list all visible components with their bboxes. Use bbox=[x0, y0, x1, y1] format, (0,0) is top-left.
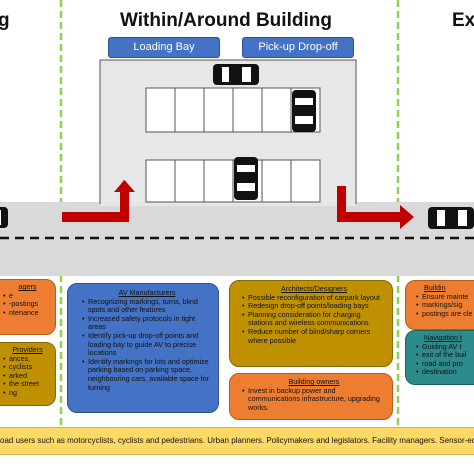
right-top-card-title: Buildin bbox=[424, 283, 446, 292]
list-item: Reduce number of blind/sharp corners whe… bbox=[242, 327, 386, 345]
list-item: Planning consideration for charging stat… bbox=[242, 310, 386, 328]
av-manufacturers-card: AV Manufacturers Recognizing markings, t… bbox=[67, 283, 219, 413]
left-section-title: g bbox=[0, 10, 10, 31]
list-item: e bbox=[3, 291, 52, 301]
list-item: the street bbox=[3, 380, 52, 389]
right-bottom-card-title: Navigation t bbox=[424, 333, 462, 342]
center-section-title: Within/Around Building bbox=[120, 10, 332, 31]
list-item: Identify pick-up drop-off points and loa… bbox=[82, 331, 212, 358]
list-item: Recognizing markings, turns, blind spots… bbox=[82, 297, 212, 315]
list-item: markings/sig bbox=[416, 301, 474, 310]
list-item: ances, bbox=[3, 354, 52, 364]
list-item: Redesign drop-off points/loading bays bbox=[242, 302, 386, 311]
pickup-dropoff-label: Pick-up Drop-off bbox=[242, 37, 354, 58]
lot-entrance-gap bbox=[101, 200, 355, 206]
list-item: cyclists bbox=[3, 363, 52, 372]
entry-arrow-head bbox=[114, 180, 135, 192]
left-bottom-card-title: Providers bbox=[12, 345, 43, 354]
list-item: destination bbox=[416, 368, 474, 377]
list-item: road and pro bbox=[416, 359, 474, 369]
exit-arrow-stem bbox=[337, 212, 401, 222]
left-bottom-card: Providers ances, cyclists arked the stre… bbox=[0, 342, 56, 406]
car-icon-parked-upper bbox=[292, 90, 316, 132]
entry-arrow-up bbox=[120, 188, 129, 222]
entry-arrow-stem bbox=[62, 212, 128, 222]
right-top-card: Buildin Ensure mainte markings/sig posti… bbox=[405, 280, 474, 330]
car-icon-road-right bbox=[428, 207, 474, 229]
car-icon-loading-bay bbox=[213, 64, 259, 85]
list-item: Increased safety protocols in tight area… bbox=[82, 314, 212, 332]
list-item: Identify markings for lots and optimize … bbox=[82, 357, 212, 392]
footer-text: oad users such as motorcyclists, cyclist… bbox=[0, 436, 474, 445]
architects-card: Architects/Designers Possible reconfigur… bbox=[229, 280, 393, 367]
list-item: Possible reconfiguration of carpark layo… bbox=[242, 293, 386, 303]
list-item: Ensure mainte bbox=[416, 292, 474, 302]
list-item: exit of the buil bbox=[416, 351, 474, 360]
right-section-title: Ex bbox=[452, 10, 474, 31]
list-item: ng bbox=[3, 388, 52, 398]
list-item: -postings bbox=[3, 300, 52, 309]
list-item: arked bbox=[3, 371, 52, 381]
list-item: Invest in backup power and communication… bbox=[242, 386, 386, 413]
building-owners-card: Building owners Invest in backup power a… bbox=[229, 373, 393, 420]
architects-title: Architects/Designers bbox=[281, 284, 347, 293]
exit-arrow-down bbox=[337, 186, 346, 222]
footer-band bbox=[0, 427, 474, 455]
car-icon-road-left bbox=[0, 207, 8, 228]
car-icon-parked-lower bbox=[234, 157, 258, 200]
building-owners-title: Building owners bbox=[288, 377, 340, 386]
left-top-card-title: agers bbox=[18, 282, 37, 291]
list-item: ntenance bbox=[3, 308, 52, 318]
av-manufacturers-title: AV Manufacturers bbox=[118, 288, 176, 297]
list-item: Guiding AV t bbox=[416, 342, 474, 352]
list-item: postings are cle bbox=[416, 309, 474, 319]
exit-arrow-head bbox=[400, 205, 414, 229]
left-top-card: agers e -postings ntenance bbox=[0, 279, 56, 335]
lower-parking-row bbox=[145, 159, 321, 203]
upper-parking-row bbox=[145, 87, 321, 133]
loading-bay-label: Loading Bay bbox=[108, 37, 220, 58]
right-bottom-card: Navigation t Guiding AV t exit of the bu… bbox=[405, 330, 474, 385]
